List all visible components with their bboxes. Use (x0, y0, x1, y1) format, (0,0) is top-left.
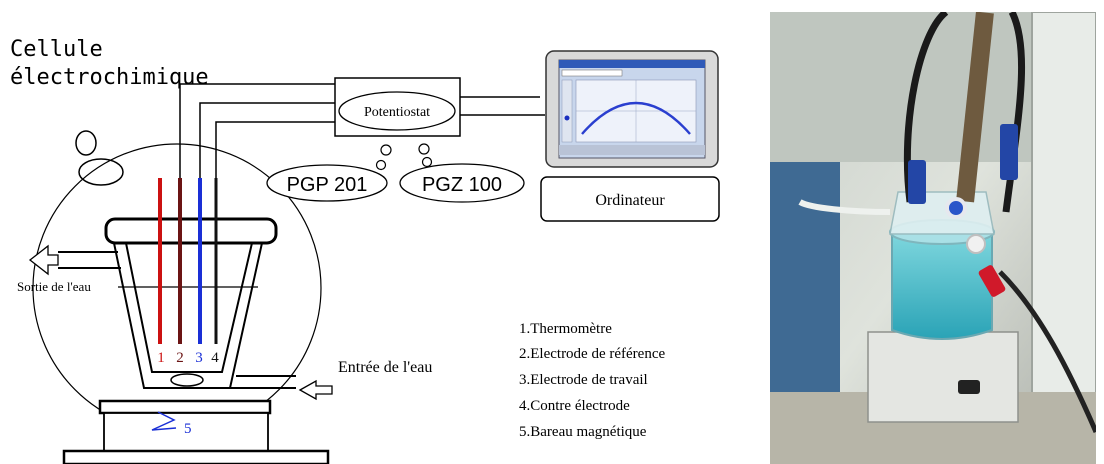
legend-item-2: 2.Electrode de référence (519, 346, 665, 362)
electrode-number-3: 3 (195, 350, 203, 366)
photo-white-cap (966, 234, 986, 254)
electrode-number-4: 4 (211, 350, 219, 366)
cell-title-line1: Cellule (10, 37, 103, 62)
legend-item-3: 3.Electrode de travail (519, 372, 648, 388)
stirrer-base (62, 449, 330, 464)
photo-stirrer (867, 331, 1019, 423)
computer-label: Ordinateur (595, 192, 665, 209)
potentiostat-box (334, 77, 461, 137)
connector-rings (375, 143, 433, 171)
stirrer-symbol (151, 411, 177, 431)
legend: 1.Thermomètre 2.Electrode de référence 3… (519, 321, 665, 440)
photo-cable-right (1002, 12, 1026, 213)
cell-lid (104, 217, 278, 245)
legend-item-5: 5.Bareau magnétique (519, 424, 647, 440)
water-out-arrow (28, 244, 59, 276)
monitor-curve (581, 101, 691, 135)
stir-bar (170, 373, 204, 387)
water-out-label: Sortie de l'eau (17, 279, 91, 294)
photo-glass-lid (889, 191, 995, 235)
photo-cable-bottom (998, 270, 1096, 433)
potentiostat-oval (338, 91, 456, 131)
photo-tube (798, 199, 891, 215)
water-in-arrow (298, 379, 333, 401)
photo-blue-device (770, 162, 840, 402)
stirrer-number: 5 (184, 421, 192, 437)
pgp-oval (266, 164, 388, 202)
electrode-number-2: 2 (176, 350, 184, 366)
photo-stirrer-knob (958, 380, 980, 394)
photo-cable-left (903, 12, 949, 203)
photo-clamp-rod (956, 12, 994, 203)
stirrer-plate (98, 399, 272, 415)
monitor-marker (564, 115, 570, 121)
photo-blue-cap (945, 197, 967, 219)
monitor-tabs (561, 69, 623, 77)
water-in-label: Entrée de l'eau (338, 359, 432, 376)
monitor-titlebar (559, 60, 705, 68)
pgz-oval (399, 163, 525, 203)
monitor-left-panel (561, 79, 573, 143)
stirrer-body (103, 412, 269, 452)
monitor-statusbar (559, 145, 705, 155)
photo-electrode-right (1000, 124, 1018, 180)
electrochemical-cell-schematic: Cellule électrochimique Potentiostat PGP… (10, 37, 720, 464)
pgp-label: PGP 201 (287, 174, 368, 196)
legend-item-1: 1.Thermomètre (519, 321, 612, 337)
connection-wires (179, 83, 545, 178)
legend-item-4: 4.Contre électrode (519, 398, 630, 414)
photo-window-frame (1031, 12, 1096, 464)
bubble-large (78, 158, 124, 186)
electrode-number-1: 1 (157, 350, 165, 366)
computer-box (540, 176, 720, 222)
cell-title-line2: électrochimique (10, 65, 209, 90)
bubble-small (75, 130, 97, 156)
photo-red-connector (978, 265, 1006, 297)
cell-vessel (58, 242, 296, 389)
setup-photo (770, 12, 1096, 464)
photo-electrode-left (908, 160, 926, 204)
potentiostat-label: Potentiostat (364, 105, 430, 120)
pgz-label: PGZ 100 (422, 174, 502, 196)
photo-beaker (891, 231, 993, 340)
